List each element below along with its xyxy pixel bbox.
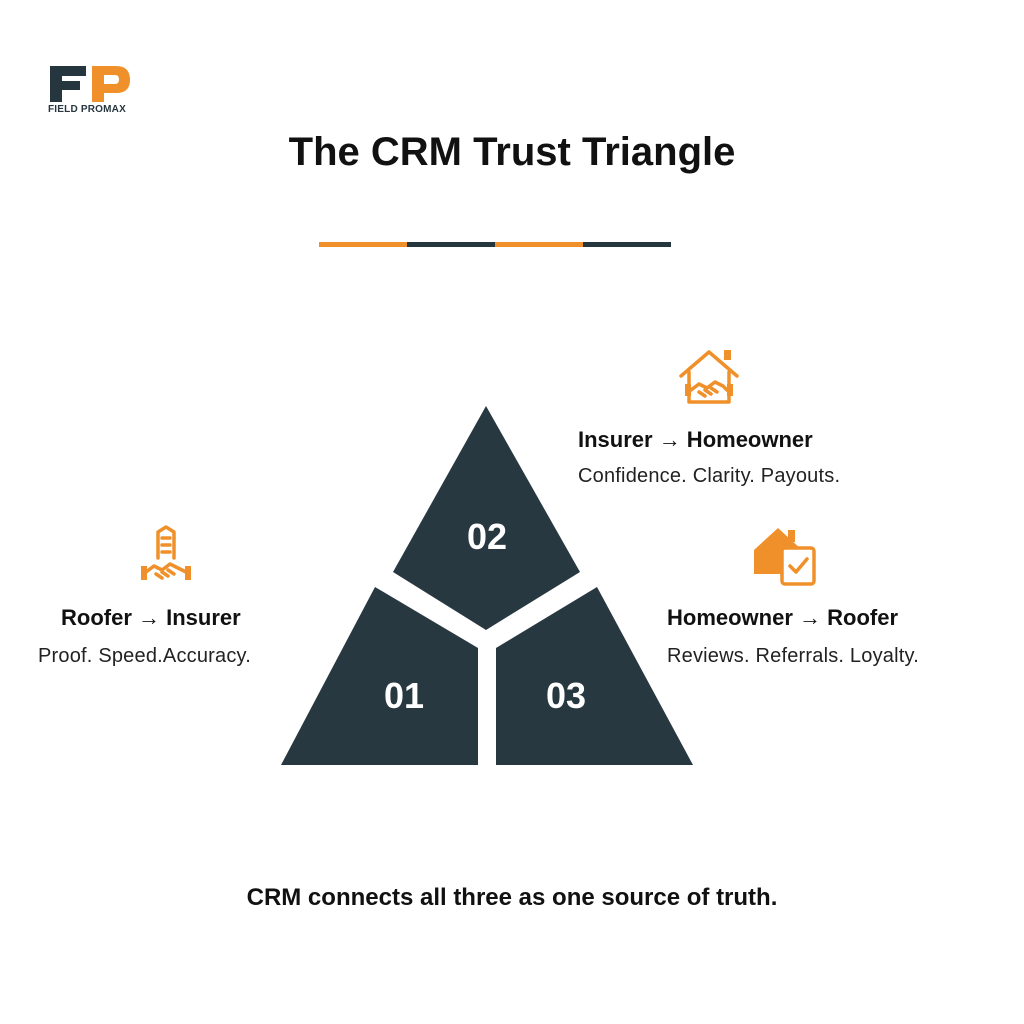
segment-label-01: Roofer → Insurer xyxy=(61,605,241,630)
segment-number-03: 03 xyxy=(546,675,586,716)
logo-wordmark: FIELD PROMAX xyxy=(48,104,126,115)
segment-number-01: 01 xyxy=(384,675,424,716)
fp-logo-mark-icon xyxy=(50,66,130,102)
triangle-segment-03 xyxy=(496,587,693,765)
building-handshake-icon xyxy=(140,524,192,588)
segment-number-02: 02 xyxy=(467,516,507,557)
field-promax-logo: FIELD PROMAX xyxy=(48,62,138,118)
segment-description-02: Confidence. Clarity. Payouts. xyxy=(578,465,841,487)
house-document-check-icon xyxy=(752,524,818,588)
segment-description-03: Reviews. Referrals. Loyalty. xyxy=(667,645,919,667)
title-divider xyxy=(319,242,671,247)
house-handshake-icon xyxy=(677,346,741,408)
footer-statement: CRM connects all three as one source of … xyxy=(246,884,778,911)
triangle-segment-01 xyxy=(281,587,478,765)
segment-label-03: Homeowner → Roofer xyxy=(667,605,899,630)
segment-description-01: Proof. Speed.Accuracy. xyxy=(38,645,252,667)
segment-label-02: Insurer → Homeowner xyxy=(578,427,813,452)
page-title: The CRM Trust Triangle xyxy=(288,130,736,174)
triangle-segment-02 xyxy=(393,406,580,630)
